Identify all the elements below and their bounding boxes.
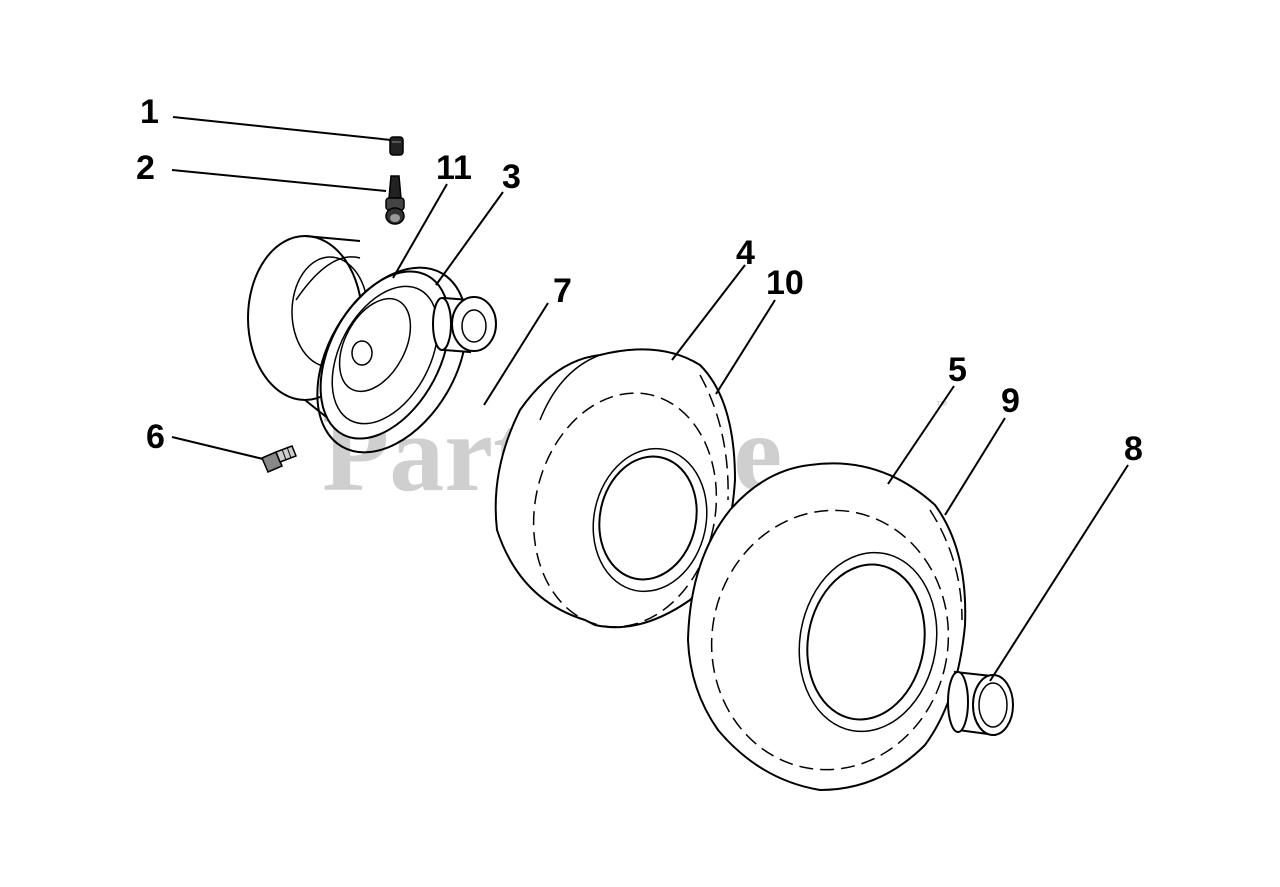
callout-10[interactable]: 10 — [766, 264, 804, 302]
leader-8 — [989, 464, 1129, 682]
leader-3 — [435, 191, 504, 286]
part-tire-front[interactable] — [494, 348, 738, 644]
leader-10 — [715, 299, 776, 395]
part-bushing[interactable] — [432, 296, 497, 354]
part-valve-stem[interactable] — [385, 175, 405, 225]
callout-numbers: 1 2 3 4 5 6 7 8 9 10 11 — [136, 93, 1143, 468]
part-wheel-rim[interactable] — [247, 235, 476, 460]
part-hub-cap[interactable] — [947, 670, 1014, 737]
leader-1 — [172, 116, 392, 141]
leader-4 — [671, 264, 746, 361]
callout-4[interactable]: 4 — [736, 234, 755, 272]
leader-lines — [171, 116, 1129, 682]
callout-11[interactable]: 11 — [436, 149, 472, 187]
part-valve-cap[interactable] — [389, 136, 404, 156]
leader-5 — [887, 385, 955, 485]
part-rim-seal[interactable] — [287, 241, 498, 478]
callout-7[interactable]: 7 — [553, 272, 572, 310]
leader-9 — [944, 417, 1006, 516]
leader-2 — [171, 169, 387, 192]
callout-2[interactable]: 2 — [136, 149, 155, 187]
leader-11 — [392, 183, 448, 279]
part-grease-fitting[interactable] — [261, 445, 297, 473]
callout-6[interactable]: 6 — [146, 418, 165, 456]
callout-9[interactable]: 9 — [1001, 382, 1020, 420]
leader-7 — [483, 302, 549, 406]
leader-6 — [171, 436, 264, 460]
callout-3[interactable]: 3 — [502, 158, 521, 196]
callout-1[interactable]: 1 — [140, 93, 159, 131]
callout-5[interactable]: 5 — [948, 351, 967, 389]
callout-8[interactable]: 8 — [1124, 430, 1143, 468]
part-tire-rear[interactable] — [686, 462, 969, 792]
